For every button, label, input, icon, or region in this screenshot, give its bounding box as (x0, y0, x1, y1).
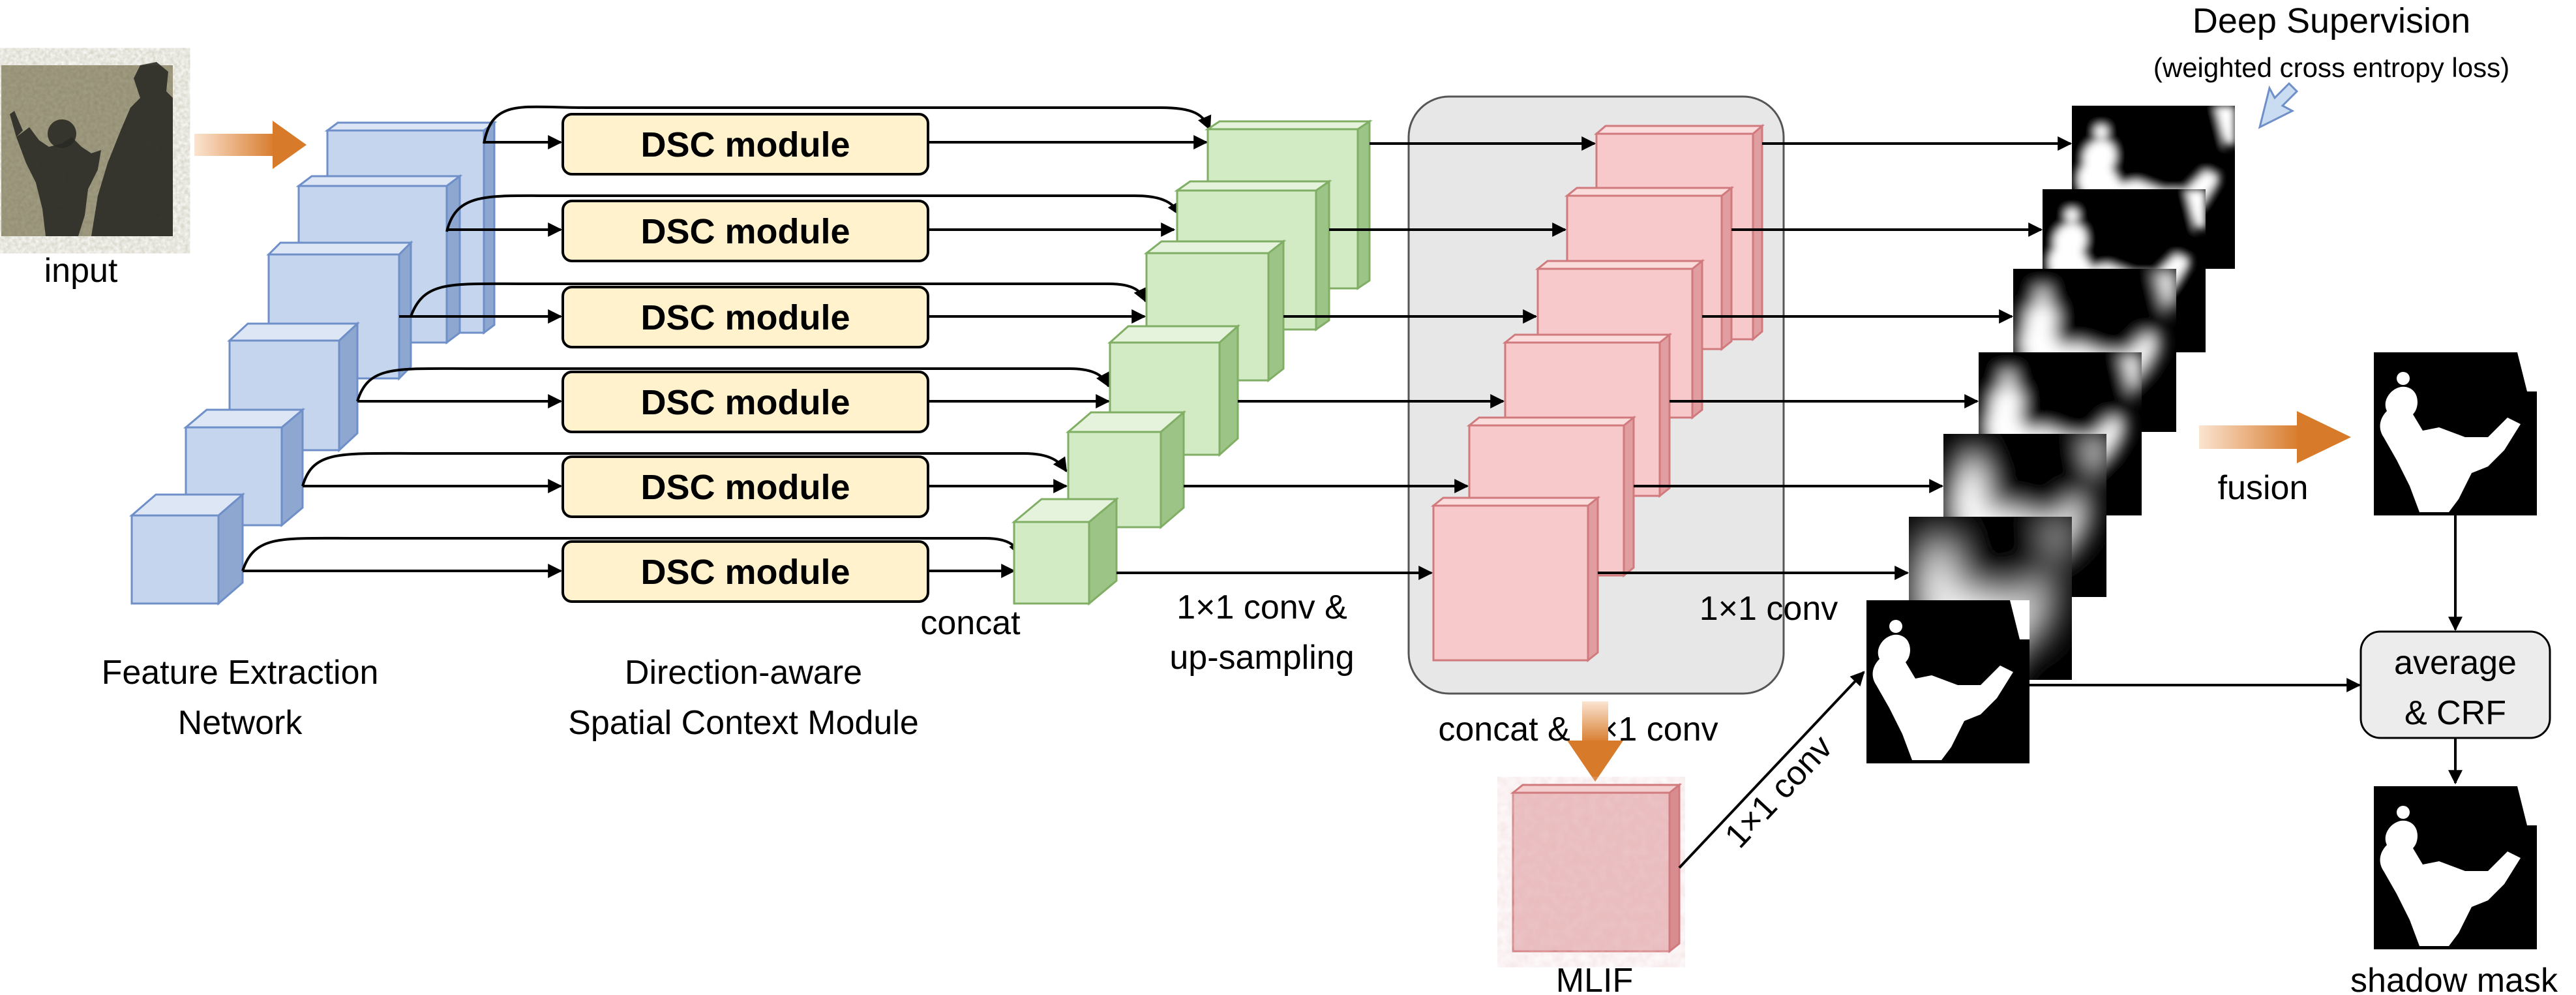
dsc-module-label: DSC module (640, 553, 850, 592)
dsc-module-1: DSC module (562, 113, 929, 176)
upsample-label-2: up-sampling (1169, 639, 1354, 677)
output-masks (1866, 106, 2235, 763)
concat-label: concat (920, 604, 1021, 642)
pink-cube-6 (1430, 495, 1601, 663)
fused-mask (2374, 352, 2537, 515)
feature-to-dsc-arrows (243, 135, 563, 578)
average-label: average (2394, 644, 2517, 682)
conv-1x1-diag-label: 1×1 conv (1718, 728, 1840, 855)
deep-supervision-title: Deep Supervision (2193, 1, 2470, 40)
fusion-label: fusion (2218, 469, 2309, 507)
dsc-module-2: DSC module (562, 200, 929, 262)
dsc-module-label: DSC module (640, 212, 850, 251)
dasc-label-1: Direction-aware (625, 654, 862, 692)
deep-supervision-subtitle: (weighted cross entropy loss) (2153, 52, 2509, 83)
input-arrow-icon (194, 121, 307, 169)
feature-extraction-label-1: Feature Extraction (102, 654, 379, 692)
shadow-mask-output (2374, 786, 2537, 949)
dsc-module-6: DSC module (562, 540, 929, 603)
concat-cubes (1011, 119, 1373, 606)
pink-to-output-arrows (1598, 136, 2073, 580)
dsc-module-label: DSC module (640, 125, 850, 164)
output-mask-7 (1866, 600, 2029, 763)
feature-extraction-label-2: Network (178, 704, 303, 742)
input-image (1, 62, 173, 236)
dsc-to-concat-arrows (928, 135, 1208, 578)
concat-to-pink-arrows (1116, 136, 1596, 580)
feature-cube-6 (128, 492, 246, 606)
dsc-module-5: DSC module (562, 455, 929, 518)
shadow-mask-label: shadow mask (2350, 962, 2558, 995)
feature-extraction-cubes (128, 121, 498, 606)
mlif-label: MLIF (1556, 962, 1633, 995)
feature-cube-4 (227, 321, 360, 453)
dsc-module-label: DSC module (640, 298, 850, 337)
upsample-label-1: 1×1 conv & (1176, 589, 1347, 626)
dsc-module-label: DSC module (640, 383, 850, 422)
dsc-module-label: DSC module (640, 468, 850, 507)
skip-connections (241, 105, 1212, 572)
input-label: input (44, 252, 118, 290)
mlif-cube (1510, 782, 1683, 954)
mlif-arrow-icon (1567, 701, 1623, 782)
deep-supervision-arrow-icon (2258, 82, 2299, 129)
pink-cubes (1430, 123, 1765, 663)
fusion-arrow-icon (2199, 411, 2351, 463)
dsc-module-4: DSC module (562, 371, 929, 433)
dasc-label-2: Spatial Context Module (568, 704, 919, 742)
concat-cube-6 (1011, 497, 1120, 606)
mlif-to-mask-arrow (1678, 671, 1865, 869)
dsc-module-3: DSC module (562, 286, 929, 348)
crf-label: & CRF (2404, 694, 2506, 732)
dsc-modules: DSC module DSC module DSC module DSC mod… (562, 113, 929, 603)
conv-1x1-label: 1×1 conv (1700, 590, 1838, 628)
